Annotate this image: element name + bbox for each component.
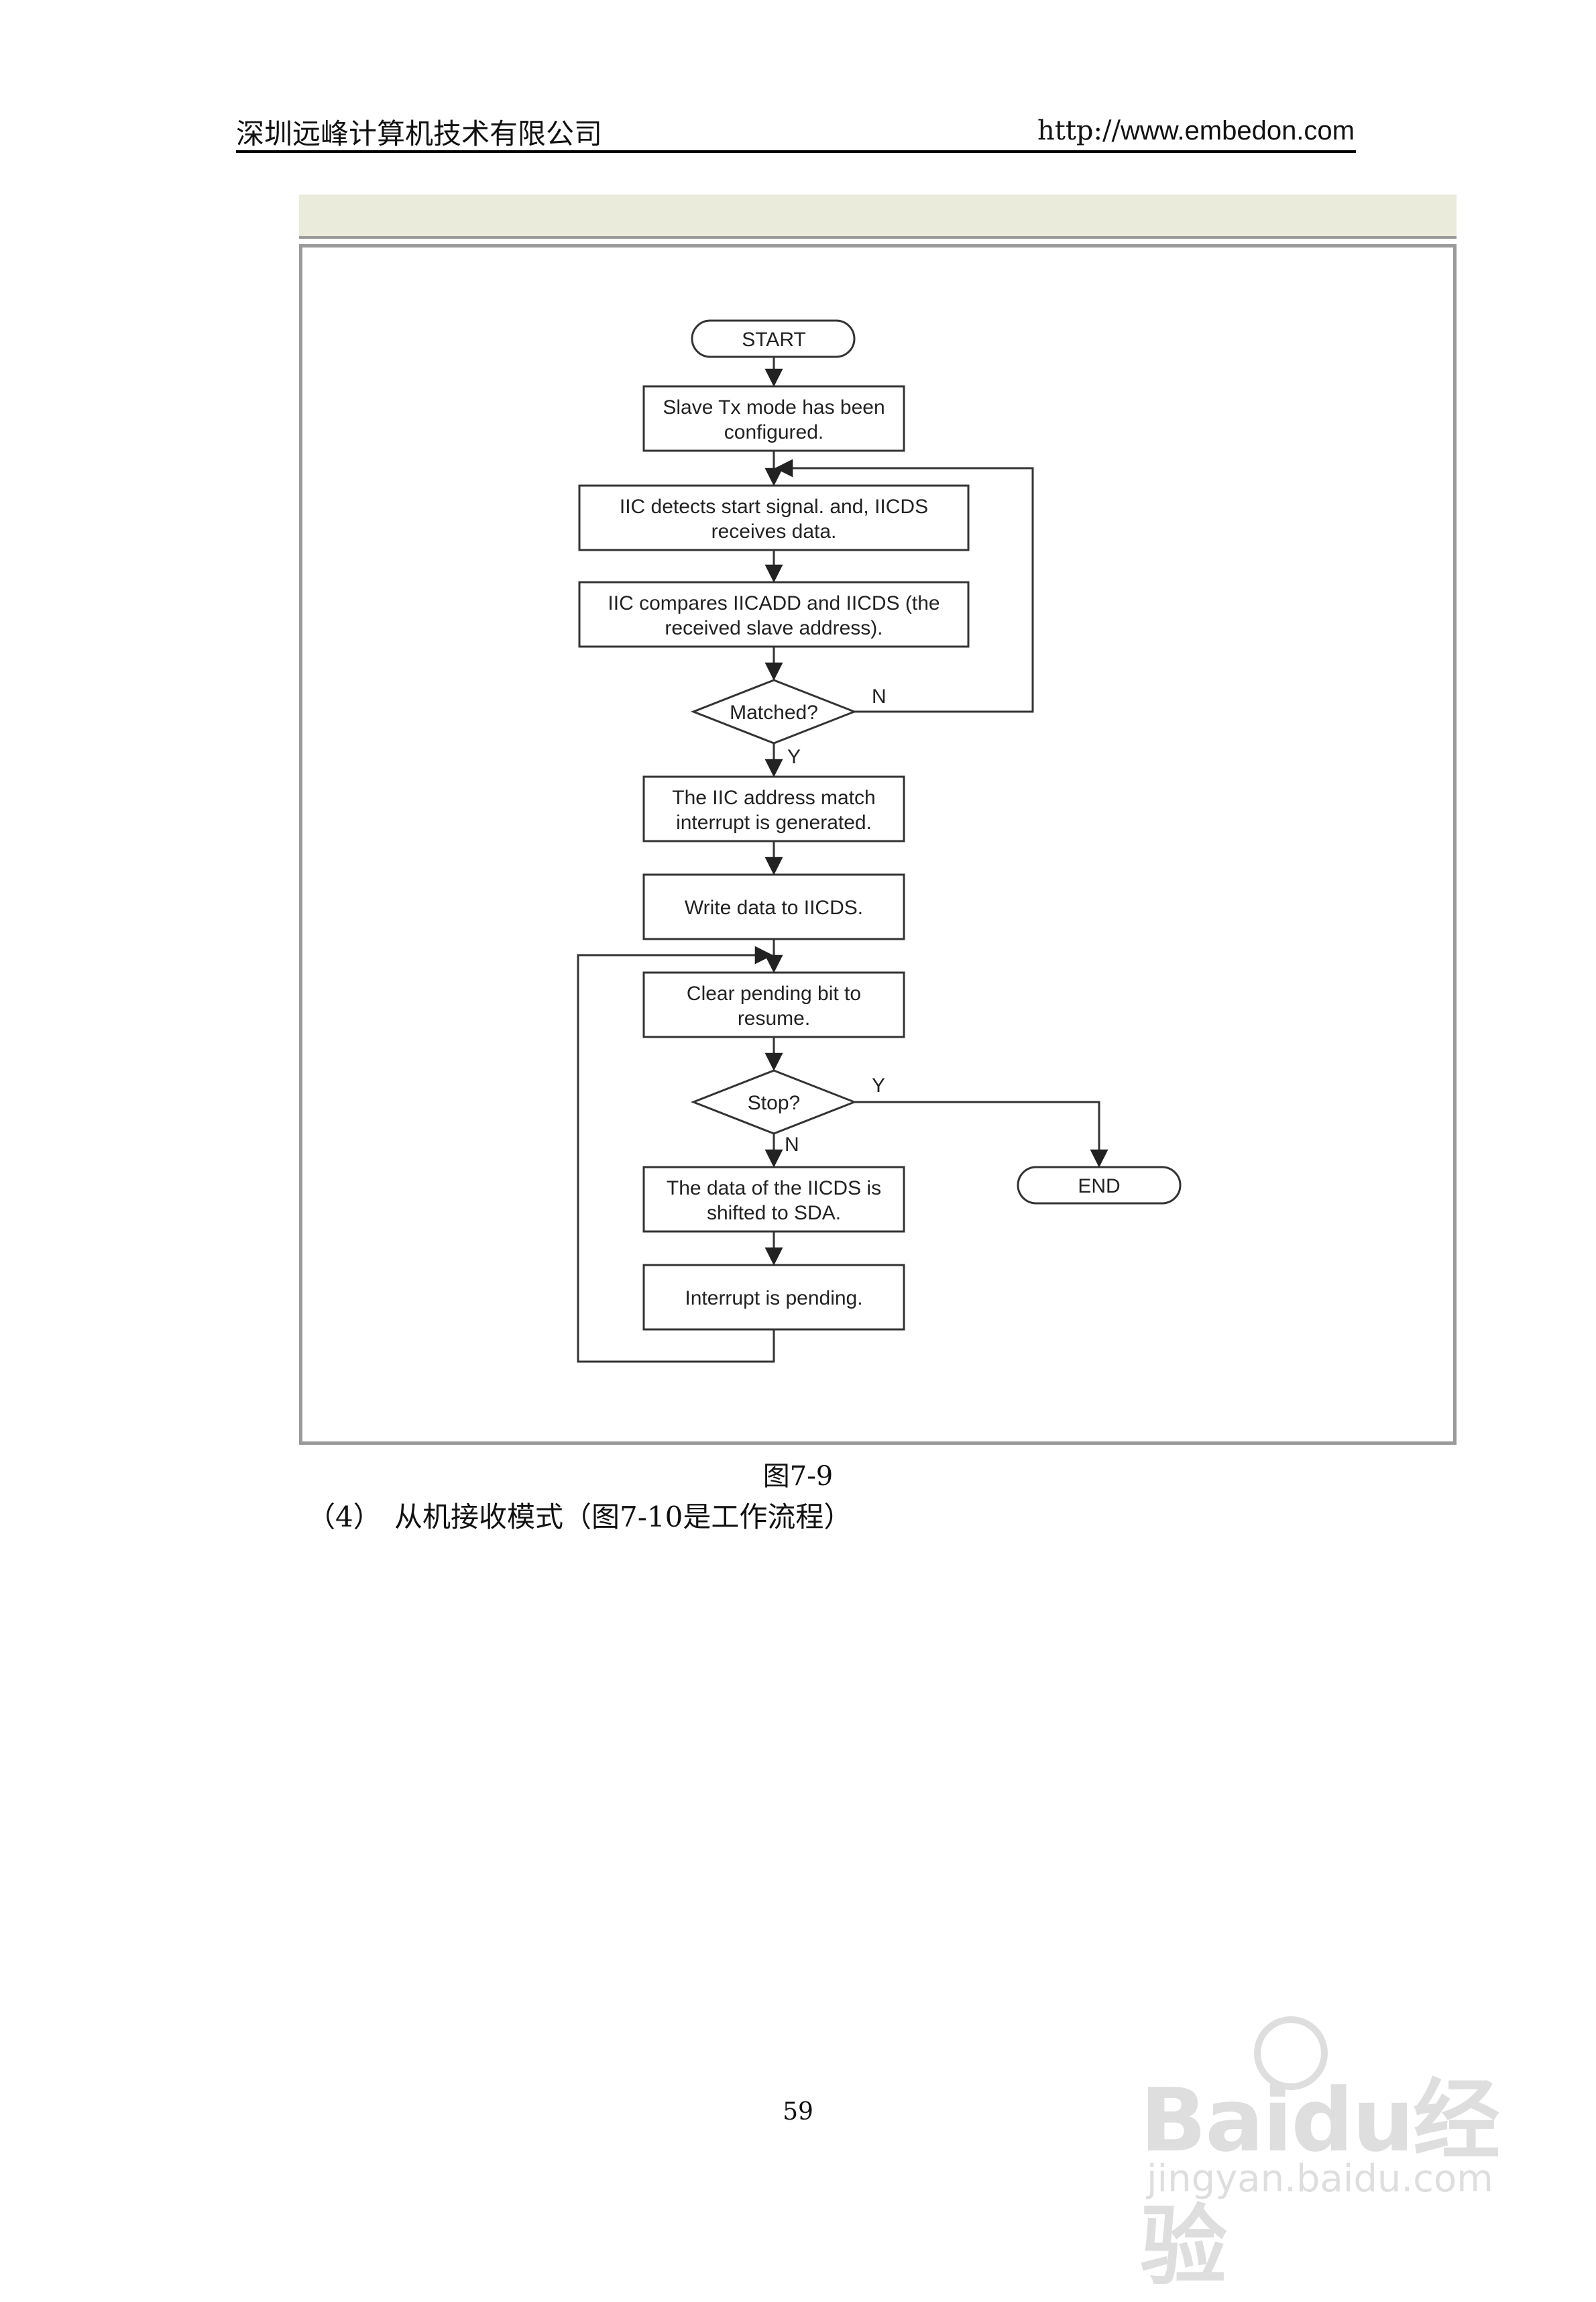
end-label: END (1078, 1175, 1120, 1197)
page-number: 59 (783, 2098, 813, 2126)
paragraph-slave-receive: （4） 从机接收模式（图7-10是工作流程） (307, 1494, 852, 1535)
start-label: START (742, 329, 806, 351)
arrow-stop-yes-end (854, 1101, 1108, 1168)
figure-title-band (299, 195, 1457, 239)
watermark-url: jingyan.baidu.com (1147, 2157, 1493, 2201)
step6-line1: Clear pending bit to (687, 983, 861, 1005)
decision1-no-label: N (872, 686, 887, 708)
step3-line1: IIC compares IICADD and IICDS (the (608, 592, 939, 614)
decision1-yes-label: Y (787, 746, 801, 768)
step1-line1: Slave Tx mode has been (663, 396, 885, 419)
header-url: http://www.embedon.com (1037, 115, 1355, 146)
step4-line1: The IIC address match (672, 787, 875, 809)
header-url-domain: www.embedon.com (1120, 116, 1355, 146)
step-write-data (642, 873, 905, 940)
paragraph-number: （4） (307, 1500, 382, 1533)
step7-line1: The data of the IICDS is (667, 1177, 881, 1199)
paragraph-text: 从机接收模式（图7-10是工作流程） (394, 1500, 852, 1533)
step8-label: Interrupt is pending. (685, 1287, 862, 1309)
paw-logo-icon (1254, 2016, 1328, 2090)
step-address-match-interrupt (642, 775, 905, 842)
loop-no-match (775, 459, 1034, 713)
step4-line2: interrupt is generated. (676, 812, 872, 834)
decision2-no-label: N (785, 1134, 799, 1156)
header-rule (236, 150, 1356, 153)
header-company: 深圳远峰计算机技术有限公司 (236, 117, 603, 150)
step-compare-address (578, 581, 970, 648)
loop-pending-back (577, 946, 775, 1363)
step7-line2: shifted to SDA. (707, 1202, 841, 1224)
decision2-label: Stop? (748, 1092, 800, 1114)
step2-line2: receives data. (711, 520, 837, 543)
step5-label: Write data to IICDS. (685, 897, 863, 919)
header-url-prefix: http:// (1037, 115, 1121, 146)
step-data-shifted (642, 1166, 905, 1233)
baidu-watermark: Baidu经验 jingyan.baidu.com (1127, 2016, 1516, 2297)
step-clear-pending (642, 971, 905, 1038)
decision2-yes-label: Y (872, 1075, 885, 1097)
step-detect-start-signal (578, 484, 970, 551)
step3-line2: received slave address). (665, 617, 882, 639)
decision1-label: Matched? (730, 702, 818, 724)
step2-line1: IIC detects start signal. and, IICDS (620, 496, 928, 518)
figure-caption: 图7-9 (762, 1461, 834, 1492)
step1-line2: configured. (724, 421, 823, 443)
step-slave-tx-configured (642, 385, 905, 452)
step6-line2: resume. (738, 1007, 810, 1030)
step-interrupt-pending (642, 1264, 905, 1331)
